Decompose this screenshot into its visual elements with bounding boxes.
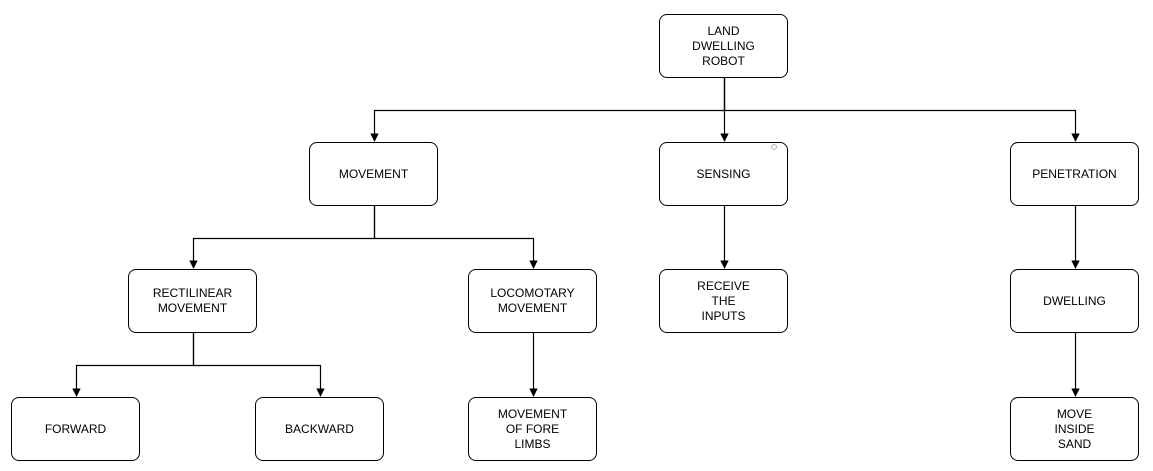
node-label: PENETRATION [1032, 166, 1117, 181]
node-label: MOVE INSIDE SAND [1054, 406, 1095, 451]
node-label: MOVEMENT OF FORE LIMBS [497, 406, 568, 451]
node-label: MOVEMENT [338, 166, 409, 181]
node-movement[interactable]: MOVEMENT [309, 142, 438, 206]
edge-rectilinear-to-backward [192, 333, 325, 397]
node-label: FORWARD [44, 421, 107, 436]
node-label: LAND DWELLING ROBOT [692, 23, 755, 68]
edge-root-to-movement [370, 78, 726, 142]
edge-rectilinear-to-forward [72, 333, 195, 397]
edge-movement-to-rectilinear [189, 206, 376, 269]
node-penetration[interactable]: PENETRATION [1010, 142, 1139, 206]
node-receive-the-inputs[interactable]: RECEIVE THE INPUTS [659, 269, 788, 333]
node-rectilinear-movement[interactable]: RECTILINEAR MOVEMENT [128, 269, 257, 333]
node-label: BACKWARD [285, 421, 354, 436]
node-label: SENSING [696, 166, 751, 181]
node-land-dwelling-robot[interactable]: LAND DWELLING ROBOT [659, 14, 788, 78]
node-label: LOCOMOTARY MOVEMENT [490, 286, 575, 315]
node-move-inside-sand[interactable]: MOVE INSIDE SAND [1010, 397, 1139, 461]
node-movement-of-fore-limbs[interactable]: MOVEMENT OF FORE LIMBS [468, 397, 597, 461]
node-label: RECTILINEAR MOVEMENT [152, 286, 233, 315]
node-sensing[interactable]: SENSING [659, 142, 788, 206]
edge-root-to-penetration [723, 78, 1080, 142]
connection-point-icon[interactable] [771, 144, 777, 150]
node-locomotary-movement[interactable]: LOCOMOTARY MOVEMENT [468, 269, 597, 333]
node-forward[interactable]: FORWARD [11, 397, 140, 461]
node-label: RECEIVE THE INPUTS [697, 278, 750, 323]
node-backward[interactable]: BACKWARD [255, 397, 384, 461]
edge-movement-to-locomotary [373, 206, 538, 269]
node-label: DWELLING [1043, 293, 1106, 308]
node-dwelling[interactable]: DWELLING [1010, 269, 1139, 333]
